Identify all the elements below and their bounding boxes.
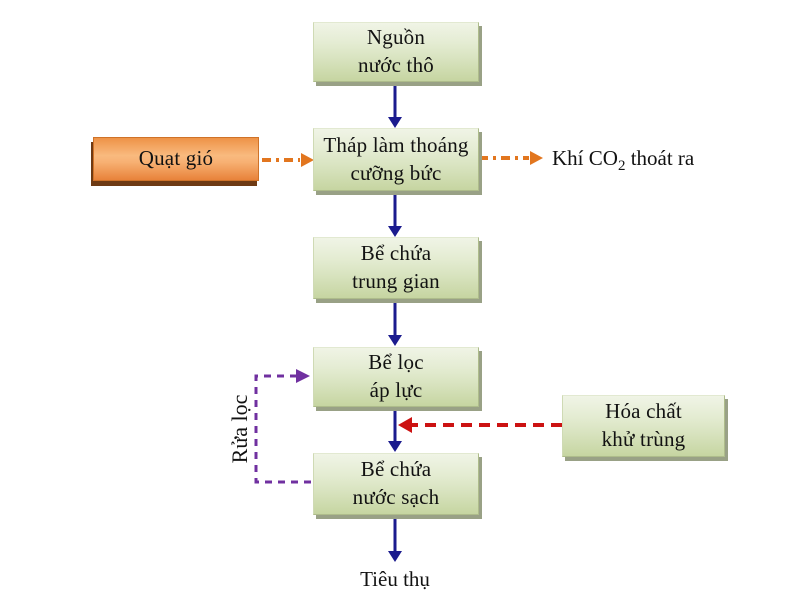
arrow-backwash-loop	[254, 374, 311, 484]
co2-escape-label: Khí CO2 thoát ra	[552, 146, 695, 175]
arrow-right-head-icon	[530, 151, 543, 165]
co2-label-post: thoát ra	[625, 146, 695, 170]
node-forced-aeration-tower: Tháp làm thoáng cưỡng bức	[313, 128, 479, 191]
arrow-right-head-icon	[296, 369, 310, 383]
node-disinfectant-chemicals: Hóa chất khử trùng	[562, 395, 725, 457]
node-label-line2: áp lực	[369, 378, 423, 402]
node-label-line1: Bể lọc	[368, 350, 424, 375]
node-label-line2: trung gian	[352, 269, 440, 293]
arrow-down-head-icon	[388, 117, 402, 128]
arrow-left-head-icon	[398, 417, 412, 433]
node-label-line2: khử trùng	[601, 427, 686, 451]
node-label: Quạt gió	[138, 146, 214, 171]
arrow-down-head-icon	[388, 335, 402, 346]
node-intermediate-tank: Bể chứa trung gian	[313, 237, 479, 299]
node-label-line1: Hóa chất	[605, 399, 682, 424]
arrow-down-head-icon	[388, 226, 402, 237]
node-label-line2: cưỡng bức	[350, 160, 442, 185]
node-label-line2: nước thô	[358, 53, 434, 77]
co2-label-sub: 2	[617, 158, 626, 175]
node-pressure-filter: Bể lọc áp lực	[313, 347, 479, 407]
node-label-line1: Bể chứa	[360, 457, 432, 482]
node-label-line2: nước sạch	[352, 485, 440, 509]
node-label-line1: Nguồn	[366, 25, 426, 50]
node-clean-water-tank: Bể chứa nước sạch	[313, 453, 479, 515]
node-label-line1: Tháp làm thoáng	[323, 132, 469, 157]
arrow-down-head-icon	[388, 551, 402, 562]
backwash-label: Rửa lọc	[227, 394, 252, 464]
node-fan: Quạt gió	[93, 137, 259, 181]
node-label-line1: Bể chứa	[360, 241, 432, 266]
arrow-down-head-icon	[388, 441, 402, 452]
node-raw-water-source: Nguồn nước thô	[313, 22, 479, 82]
co2-label-pre: Khí CO	[552, 146, 618, 170]
consumption-label: Tiêu thụ	[360, 567, 430, 591]
